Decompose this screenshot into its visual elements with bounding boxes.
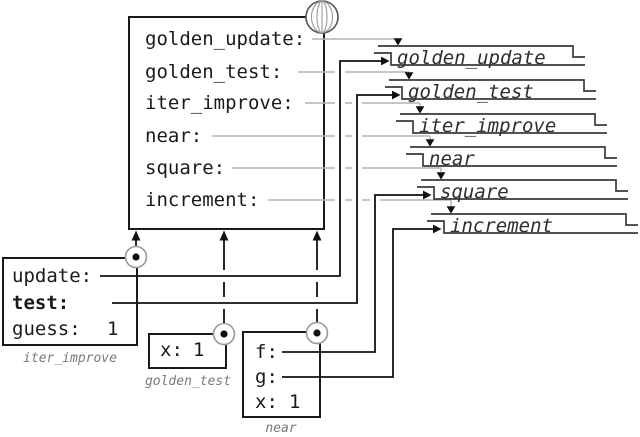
up-arrowheads xyxy=(131,230,322,241)
golden-test-binding-x: x: xyxy=(160,339,183,361)
golden-test-link-dot xyxy=(212,322,236,346)
function-glyph-golden-test xyxy=(385,79,596,100)
down-arrowheads xyxy=(393,38,456,214)
function-name-increment: increment xyxy=(450,215,553,237)
iter-improve-link-dot xyxy=(124,245,148,269)
near-frame-label: near xyxy=(265,421,297,436)
global-binding-golden-test: golden_test: xyxy=(145,61,283,83)
function-name-near: near xyxy=(429,148,475,170)
golden-test-frame-label: golden_test xyxy=(144,374,232,389)
parent-pointer-arrows xyxy=(135,240,318,331)
local-binding-pointer-lines xyxy=(100,60,433,378)
global-binding-pointer-lines xyxy=(212,38,452,206)
function-name-square: square xyxy=(440,181,509,203)
global-frame-box xyxy=(128,16,325,230)
function-name-iter-improve: iter_improve xyxy=(419,115,557,137)
iter-improve-frame-box xyxy=(2,257,138,346)
near-binding-g: g: xyxy=(255,366,278,388)
function-glyph-square xyxy=(417,179,628,200)
function-glyph-iter-improve xyxy=(396,113,607,134)
f-pointer xyxy=(282,194,423,353)
function-name-golden-test: golden_test xyxy=(408,81,534,103)
g-pointer xyxy=(282,228,433,378)
global-binding-increment: increment: xyxy=(145,189,260,211)
near-frame-box xyxy=(242,331,321,418)
global-binding-golden-update: golden_update: xyxy=(145,28,306,50)
near-link-dot xyxy=(305,321,329,345)
iter-improve-frame-label: iter_improve xyxy=(23,351,117,366)
test-pointer xyxy=(112,94,392,304)
function-name-golden-update: golden_update xyxy=(397,47,546,69)
frame-link-dots xyxy=(124,245,329,346)
near-binding-f: f: xyxy=(255,341,278,363)
function-glyph-increment xyxy=(427,213,638,234)
function-glyph-near xyxy=(406,146,617,167)
iter-improve-binding-test: test: xyxy=(12,292,70,314)
iter-improve-binding-guess: guess: xyxy=(12,318,81,340)
global-binding-square: square: xyxy=(145,157,226,179)
global-binding-iter-improve: iter_improve: xyxy=(145,92,294,114)
function-glyphs xyxy=(374,45,638,234)
global-binding-near: near: xyxy=(145,125,203,147)
golden-test-binding-x-value: 1 xyxy=(193,339,205,361)
globe-icon xyxy=(305,0,339,34)
near-binding-x-value: 1 xyxy=(289,391,301,413)
function-glyph-golden-update xyxy=(374,45,585,66)
golden-test-frame-box xyxy=(148,333,227,369)
iter-improve-binding-update: update: xyxy=(12,265,93,287)
update-pointer xyxy=(100,60,381,277)
iter-improve-binding-guess-value: 1 xyxy=(107,318,119,340)
right-arrowheads xyxy=(381,56,442,234)
near-binding-x: x: xyxy=(255,391,278,413)
